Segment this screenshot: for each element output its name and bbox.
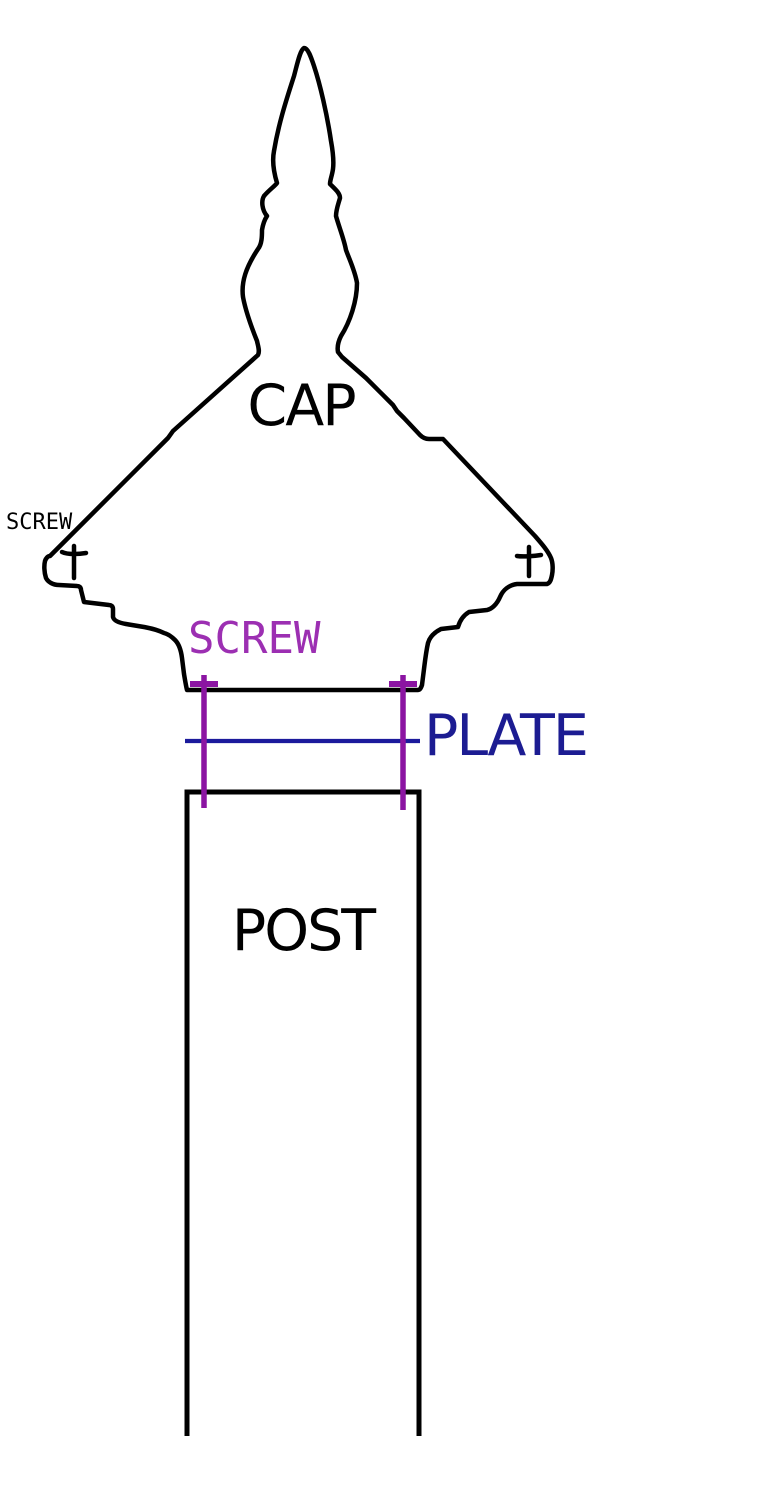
screw-icon-right-head xyxy=(514,552,544,559)
purple-screw-right xyxy=(389,675,417,810)
post-label: POST xyxy=(231,898,376,964)
screw-label-small: SCREW xyxy=(6,510,73,535)
cap-label: CAP xyxy=(247,373,356,439)
cap-outline xyxy=(42,45,555,693)
screw-icon-left xyxy=(59,543,89,581)
screw-label-purple: SCREW xyxy=(188,613,321,664)
plate-label: PLATE xyxy=(424,703,589,769)
screw-icon-left-head xyxy=(59,549,89,557)
purple-screw-left xyxy=(190,675,218,808)
post-outline xyxy=(184,789,422,1436)
screw-icon-right xyxy=(514,544,544,579)
